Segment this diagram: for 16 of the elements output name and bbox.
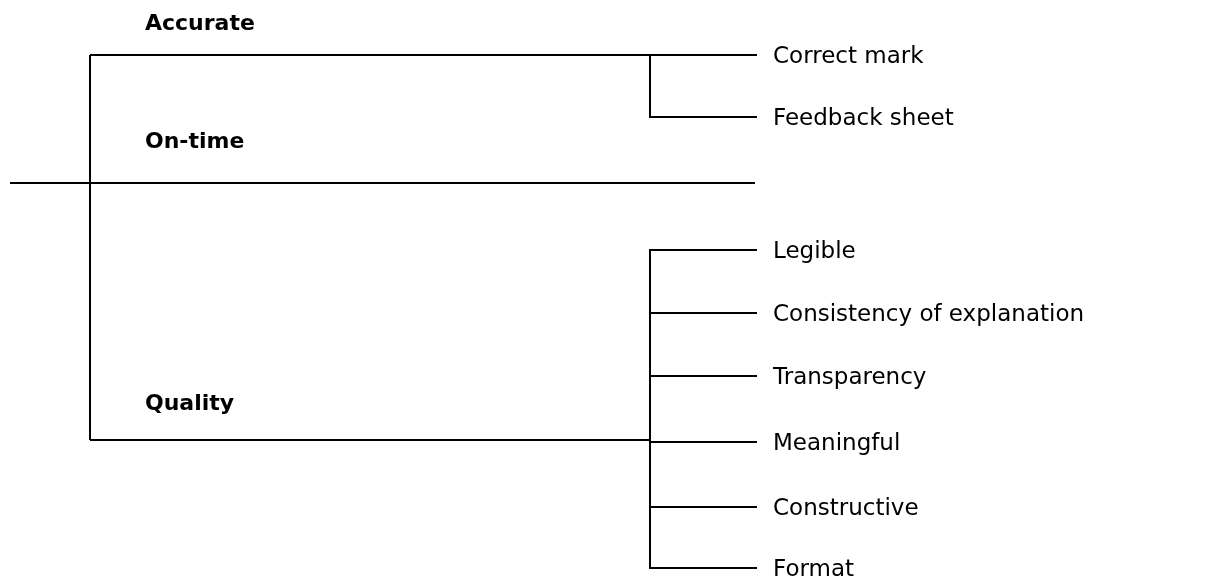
leaf-label: Feedback sheet — [757, 99, 954, 135]
category-heading: Quality — [90, 390, 650, 441]
leaf-label: Consistency of explanation — [757, 295, 1085, 331]
category-heading: Accurate — [90, 10, 650, 56]
category-heading: On-time — [90, 128, 755, 184]
connector-line — [649, 54, 758, 56]
leaf-label: Meaningful — [757, 424, 901, 460]
leaf-label: Constructive — [757, 489, 919, 525]
connector-line — [649, 54, 758, 118]
leaf-label: Legible — [757, 232, 856, 268]
connector-line — [9, 182, 91, 441]
leaf-label: Correct mark — [757, 37, 924, 73]
leaf-label: Format — [757, 550, 855, 585]
connector-line — [649, 439, 758, 443]
leaf-label: Transparency — [757, 358, 927, 394]
connector-line — [649, 375, 758, 441]
